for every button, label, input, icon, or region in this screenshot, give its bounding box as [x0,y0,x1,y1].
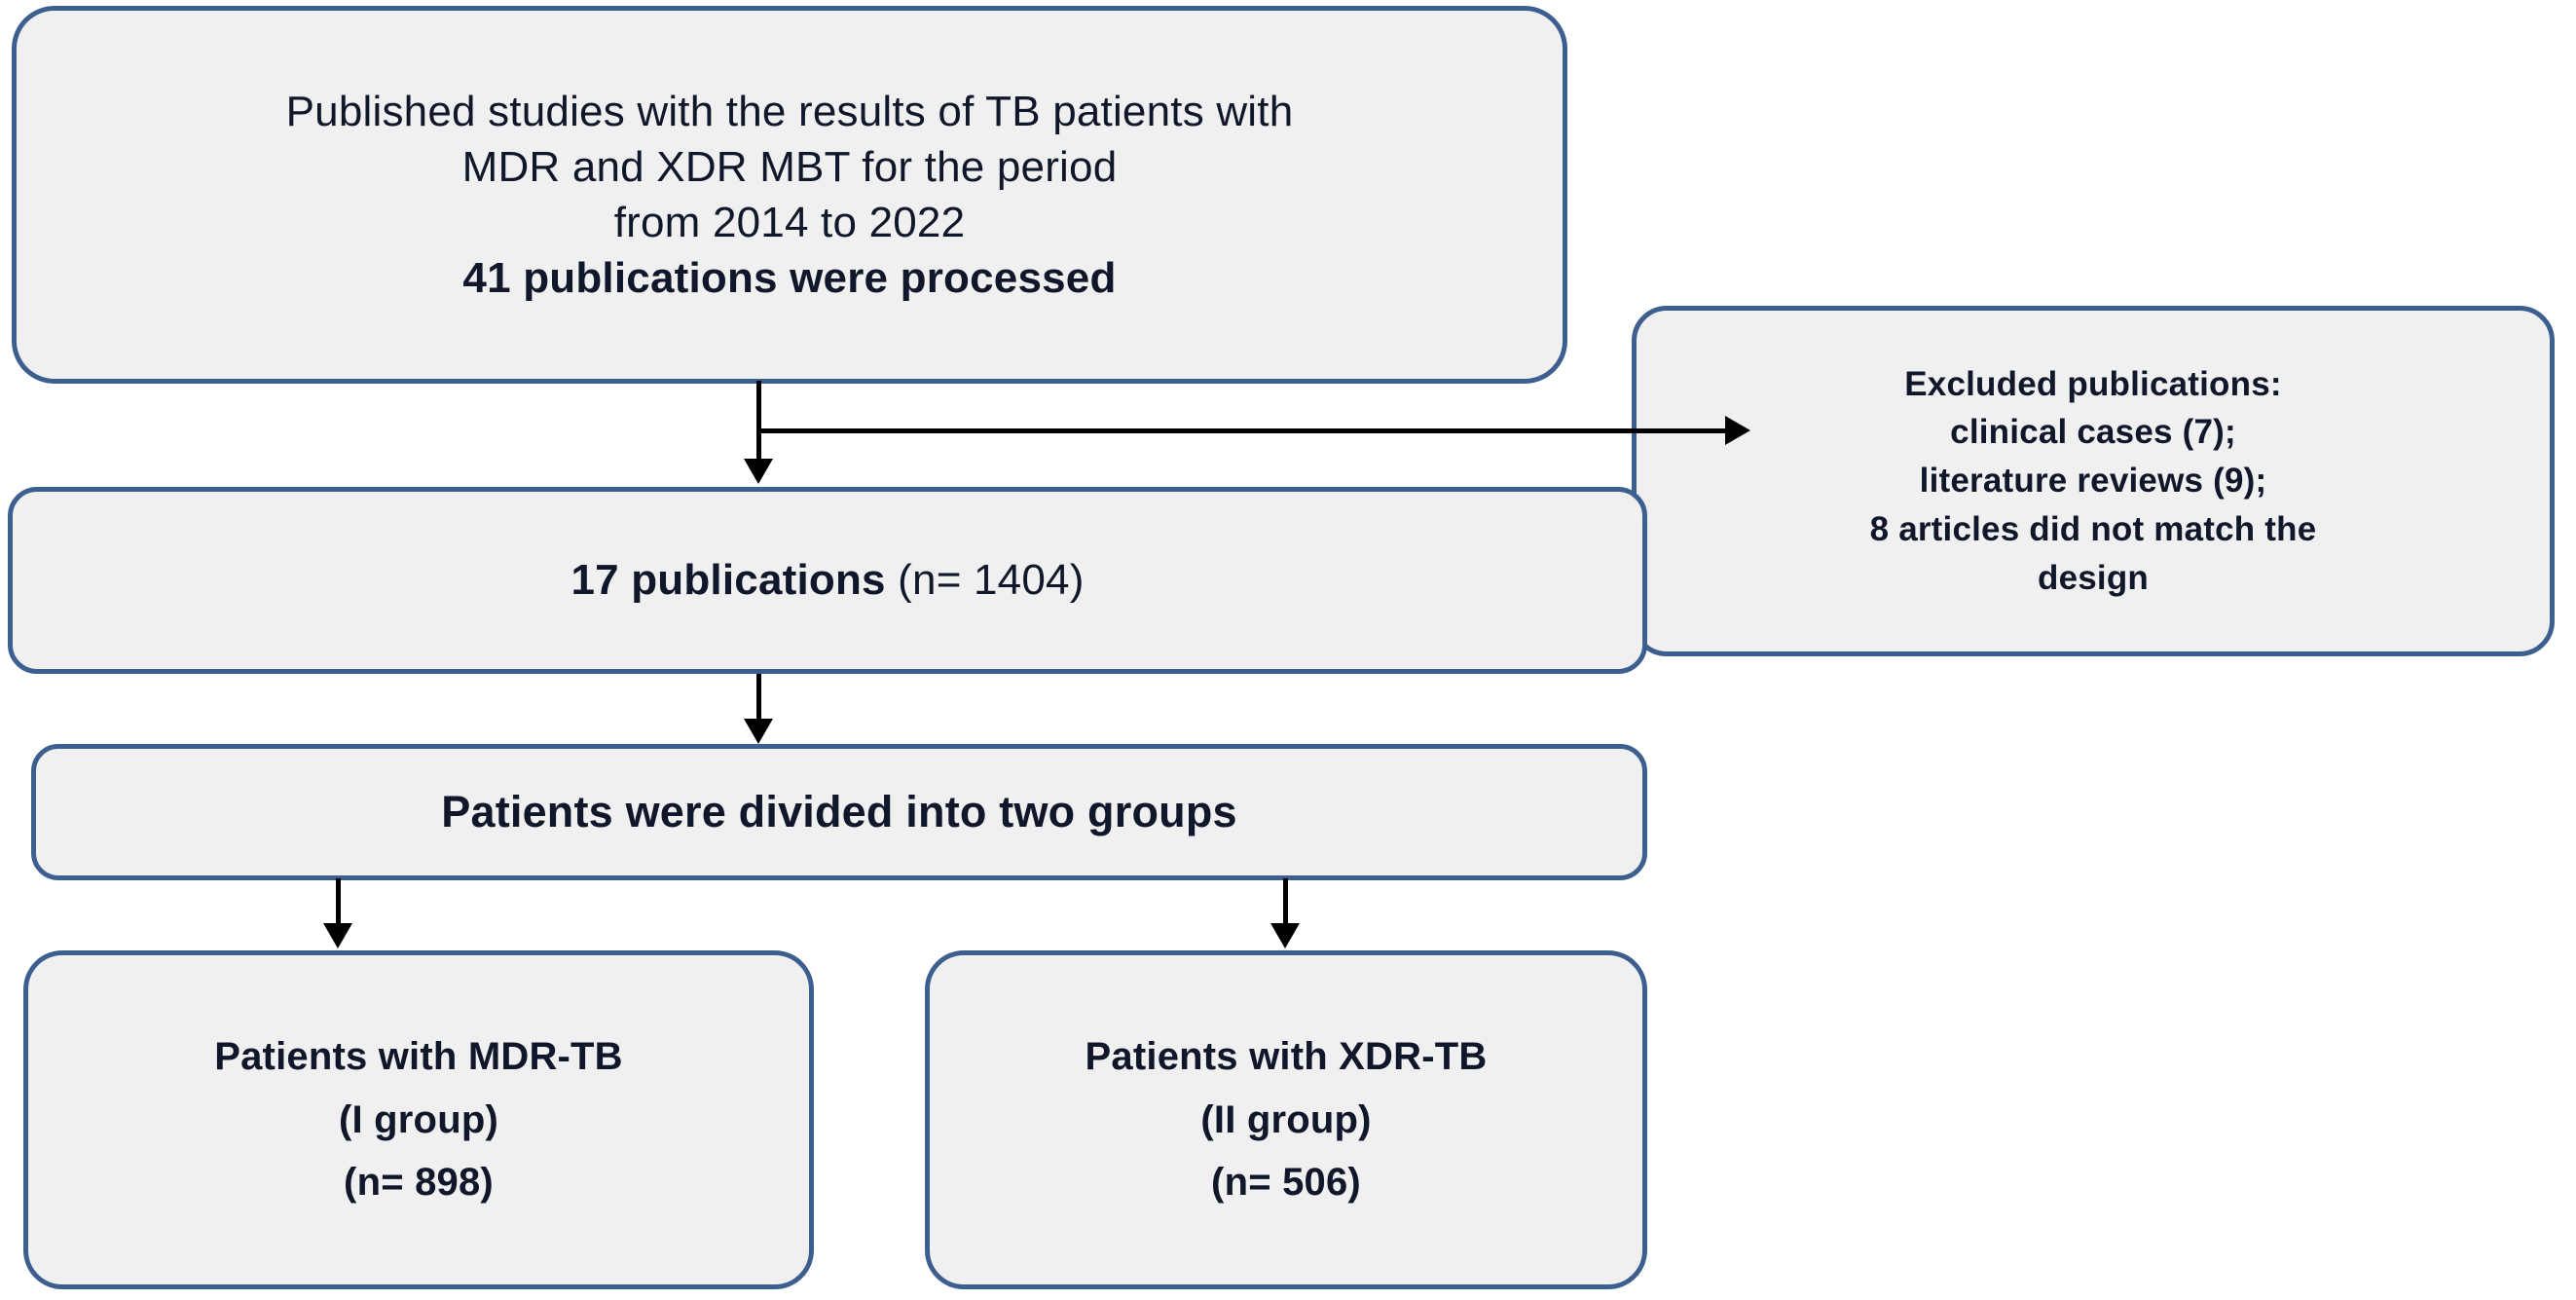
excluded-heading: Excluded publications: [1904,364,2282,403]
node-excluded-publications: Excluded publications: clinical cases (7… [1632,306,2555,656]
source-line-2: MDR and XDR MBT for the period [461,142,1118,191]
source-line-1: Published studies with the results of TB… [285,87,1294,135]
included-sample-size: (n= 1404) [898,556,1085,605]
excluded-design-mismatch-line-2: design [2038,558,2149,597]
connector-source-to-excluded [756,428,1730,433]
xdr-title: Patients with XDR-TB [1085,1034,1488,1078]
excluded-design-mismatch-line-1: 8 articles did not match the [1869,509,2317,548]
node-source-publications: Published studies with the results of TB… [12,6,1567,384]
arrowhead-included-to-division-icon [744,719,773,744]
mdr-sample-size: (n= 898) [344,1161,494,1205]
excluded-literature-reviews: literature reviews (9); [1919,462,2267,501]
arrowhead-source-to-excluded-icon [1725,416,1750,445]
source-line-3: from 2014 to 2022 [613,199,966,246]
connector-division-to-xdr [1283,878,1288,929]
connector-source-to-included [756,381,761,464]
connector-included-to-division [756,674,761,723]
included-summary: 17 publications (n= 1404) [570,552,1084,608]
node-xdr-tb-group: Patients with XDR-TB (II group) (n= 506) [925,950,1647,1289]
node-included-publications: 17 publications (n= 1404) [8,487,1647,674]
node-group-division: Patients were divided into two groups [31,744,1647,880]
division-label: Patients were divided into two groups [441,786,1237,836]
connector-division-to-mdr [336,878,341,929]
node-mdr-tb-group: Patients with MDR-TB (I group) (n= 898) [23,950,814,1289]
xdr-sample-size: (n= 506) [1211,1161,1361,1205]
arrowhead-source-to-included-icon [744,459,773,484]
arrowhead-division-to-mdr-icon [323,923,352,948]
source-line-4-processed-count: 41 publications were processed [462,254,1117,303]
included-count: 17 publications [570,556,886,605]
excluded-clinical-cases: clinical cases (7); [1950,413,2236,452]
mdr-group-label: (I group) [339,1097,498,1141]
xdr-group-label: (II group) [1200,1097,1372,1141]
mdr-title: Patients with MDR-TB [214,1034,623,1078]
arrowhead-division-to-xdr-icon [1270,923,1300,948]
